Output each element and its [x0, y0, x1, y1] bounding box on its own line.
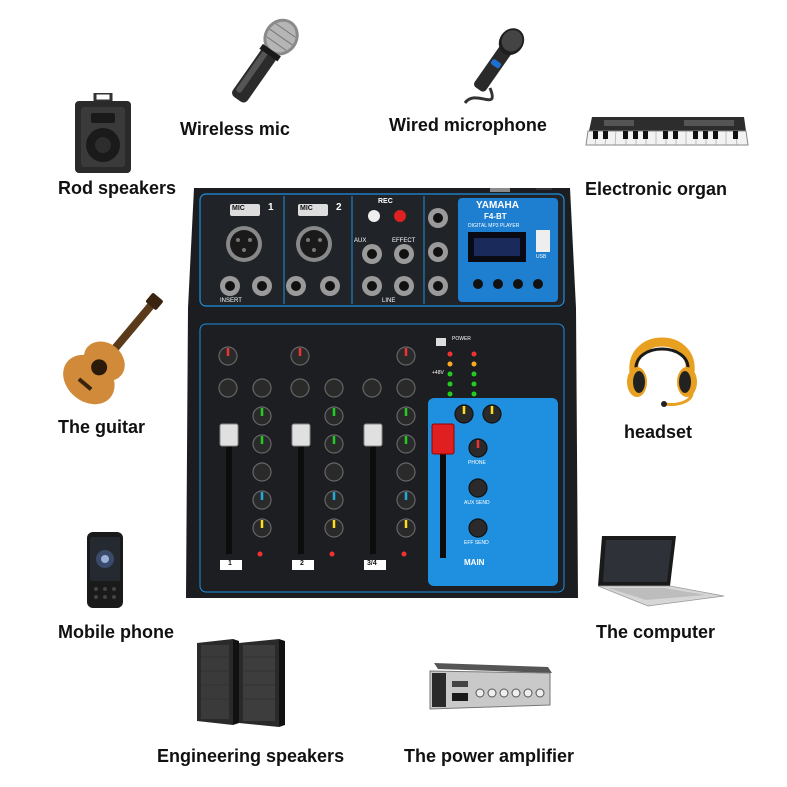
wired-microphone-image — [455, 18, 535, 113]
label-the-guitar: The guitar — [58, 417, 146, 437]
headset-image — [622, 322, 702, 410]
model-label: F4-BT — [484, 212, 507, 221]
audio-mixer: MIC 1 MIC 2 REC AUX EFFECT LINE INSERT Y… — [186, 188, 578, 598]
computer-image — [598, 534, 726, 608]
guitar-image — [62, 292, 167, 407]
power-label: POWER — [452, 336, 471, 342]
label-headset: headset — [624, 422, 693, 442]
label-electronic-organ: Electronic organ — [585, 179, 728, 199]
insert-label: INSERT — [220, 298, 242, 304]
power-amplifier-image — [428, 659, 558, 715]
label-the-power-amplifier: The power amplifier — [404, 746, 575, 766]
mic2-label: MIC — [300, 205, 313, 212]
mic2-number: 2 — [336, 202, 342, 213]
aux-send-label: AUX SEND — [464, 500, 490, 506]
line-label: LINE — [382, 298, 396, 304]
aux-label: AUX — [354, 238, 367, 244]
rod-speakers-image — [73, 93, 133, 175]
ch1-label: 1 — [228, 560, 232, 567]
ch2-label: 2 — [300, 560, 304, 567]
label-wired-microphone: Wired microphone — [389, 115, 547, 135]
label-rod-speakers: Rod speakers — [58, 178, 177, 198]
mic1-label: MIC — [232, 205, 245, 212]
phone-label: PHONE — [468, 460, 486, 466]
effect-label: EFFECT — [392, 238, 416, 244]
electronic-organ-image — [584, 115, 749, 155]
wireless-mic-image — [220, 10, 310, 110]
label-engineering-speakers: Engineering speakers — [157, 746, 345, 766]
usb-label: USB — [536, 254, 547, 260]
mobile-phone-image — [86, 531, 124, 609]
ch34-label: 3/4 — [367, 560, 377, 567]
rec-label: REC — [378, 198, 393, 205]
phantom-label: +48V — [432, 370, 444, 376]
main-label: MAIN — [464, 558, 485, 567]
eff-send-label: EFF SEND — [464, 540, 489, 546]
mic1-number: 1 — [268, 202, 274, 213]
label-the-computer: The computer — [596, 622, 716, 642]
label-wireless-mic: Wireless mic — [180, 119, 290, 139]
engineering-speakers-image — [193, 637, 287, 729]
player-label: DIGITAL MP3 PLAYER — [468, 223, 520, 229]
label-mobile-phone: Mobile phone — [58, 622, 174, 642]
brand-label: YAMAHA — [476, 200, 519, 211]
